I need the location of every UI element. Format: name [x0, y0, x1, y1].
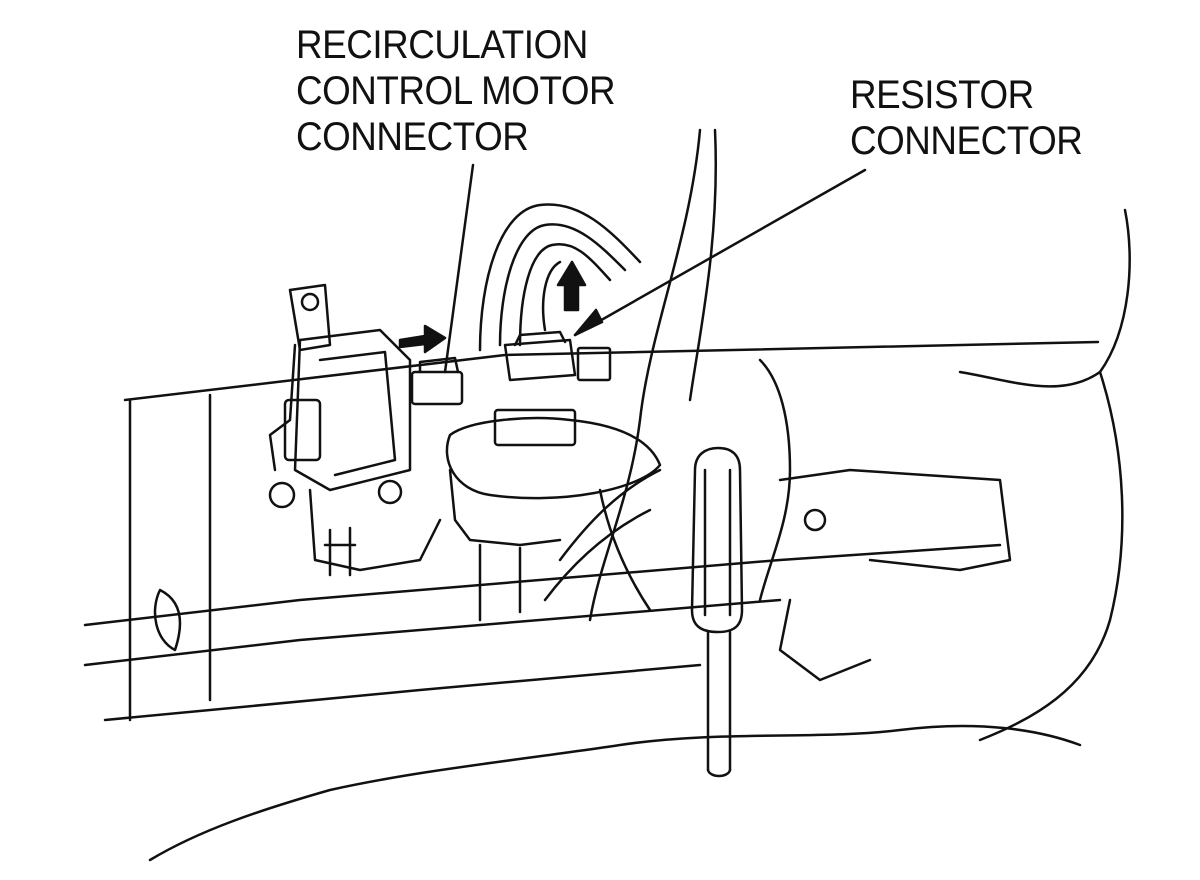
resistor-plate	[445, 416, 662, 500]
recirculation-label-line-3: CONNECTOR	[296, 115, 529, 159]
harness-drop	[541, 260, 562, 332]
resistor-leader-head	[573, 308, 604, 337]
harness-inner-2	[518, 242, 612, 347]
recirculation-label-line-1: RECIRCULATION	[296, 23, 588, 67]
right-bracket	[778, 598, 872, 682]
motor-bolt-right	[377, 479, 403, 505]
resistor-leader	[573, 168, 867, 337]
wire-cross-b	[543, 508, 652, 602]
resistor-connector-label: RESISTOR CONNECTOR	[850, 72, 1083, 164]
bracket-arm	[268, 343, 297, 472]
harness-inner	[498, 223, 627, 347]
screwdriver-groove	[703, 468, 732, 617]
harness-outer	[478, 203, 642, 352]
motor-housing-inner	[318, 350, 397, 477]
floor-edge	[148, 724, 1082, 862]
resistor-block	[493, 408, 577, 447]
motor-bolt-left	[268, 481, 296, 509]
recirculation-label-line-2: CONTROL MOTOR	[296, 69, 616, 113]
bracket-plate	[288, 283, 332, 352]
resistor-stem	[478, 543, 522, 622]
recirc-leader	[443, 163, 475, 374]
screwdriver-shaft	[706, 630, 732, 772]
wire-cross-a	[558, 468, 662, 562]
recirc-connector-top	[418, 356, 460, 374]
bracket-bolt	[300, 292, 320, 312]
right-housing	[778, 468, 1012, 572]
resistor-label-line-2: CONNECTOR	[850, 119, 1083, 163]
wire-cross-c	[598, 488, 652, 612]
push-arrow	[398, 324, 447, 354]
lower-rail	[83, 598, 782, 667]
recirculation-connector-label: RECIRCULATION CONTROL MOTOR CONNECTOR	[296, 22, 616, 160]
screwdriver-handle	[690, 446, 744, 634]
motor-housing	[293, 328, 412, 492]
right-duct	[758, 358, 792, 602]
screwdriver-tip	[706, 768, 732, 778]
resistor-base	[448, 468, 562, 547]
vertical-wire-right	[688, 128, 718, 402]
resistor-connector-top	[513, 330, 567, 347]
motor-lower	[308, 488, 442, 572]
vertical-wire-left	[588, 128, 702, 622]
lower-right-panel	[978, 370, 1124, 742]
outer-panel	[958, 208, 1131, 388]
resistor-tab	[576, 346, 612, 382]
recirc-connector-body	[410, 370, 464, 406]
bottom-edge	[103, 663, 702, 722]
right-bolt	[803, 508, 827, 532]
resistor-connector	[503, 338, 577, 382]
mid-rail	[83, 543, 1002, 627]
left-frame-arc	[153, 588, 182, 652]
upper-body-edge	[123, 340, 1100, 402]
motor-tab	[283, 398, 322, 462]
resistor-label-line-1: RESISTOR	[850, 73, 1034, 117]
motor-clip	[323, 526, 357, 577]
pull-arrow	[556, 260, 587, 312]
